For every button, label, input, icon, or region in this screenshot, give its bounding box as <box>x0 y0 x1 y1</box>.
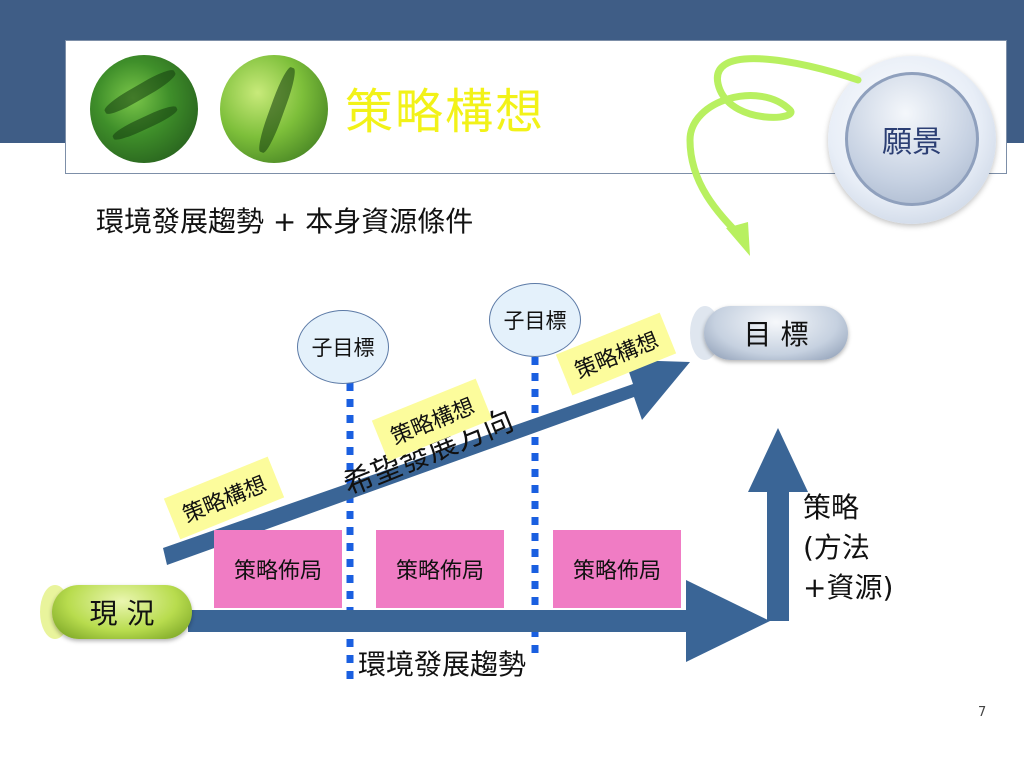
goal-pill: 目 標 <box>704 306 848 360</box>
page-title: 策略構想 <box>345 84 546 140</box>
strategy-arrow-shaft <box>767 488 789 621</box>
current-state-pill: 現 況 <box>52 585 192 639</box>
strategy-block-line3: +資源) <box>803 571 894 604</box>
page-number: 7 <box>978 705 987 720</box>
environment-label: 環境發展趨勢 <box>358 648 527 681</box>
subtitle: 環境發展趨勢 + 本身資源條件 <box>96 205 474 238</box>
vision-circle <box>845 72 979 206</box>
vision-curve <box>686 55 862 242</box>
vision-label: 願景 <box>882 125 942 160</box>
sub-goal-2: 子目標 <box>489 283 581 357</box>
leaf-photo-right <box>220 55 328 163</box>
leaf-photo-left <box>90 55 198 163</box>
strategy-block: 策略 (方法 +資源) <box>803 488 893 608</box>
strategy-layout-1: 策略佈局 <box>214 530 342 608</box>
environment-arrow-head <box>686 580 770 662</box>
strategy-block-line1: 策略 <box>803 491 860 524</box>
vision-curve-arrowhead <box>726 222 750 256</box>
strategy-layout-2: 策略佈局 <box>376 530 504 608</box>
direction-arrow <box>163 360 690 565</box>
sub-goal-1: 子目標 <box>297 310 389 384</box>
strategy-layout-3: 策略佈局 <box>553 530 681 608</box>
strategy-block-line2: (方法 <box>803 531 870 564</box>
strategy-arrow-head <box>748 428 808 492</box>
environment-arrow-shaft <box>188 610 688 632</box>
